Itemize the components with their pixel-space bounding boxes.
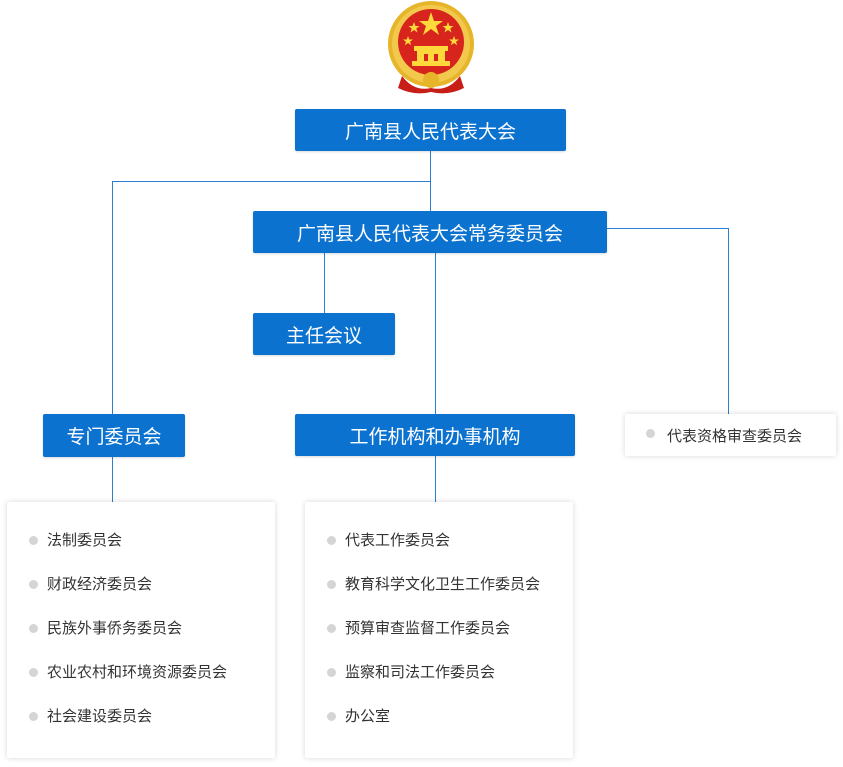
bullet-icon xyxy=(646,428,655,438)
list-item[interactable]: 监察和司法工作委员会 xyxy=(327,654,573,698)
bullet-icon xyxy=(29,712,38,721)
list-item-label: 办公室 xyxy=(345,707,391,725)
list-item[interactable]: 社会建设委员会 xyxy=(29,698,275,742)
bullet-icon xyxy=(327,624,336,633)
bullet-icon xyxy=(29,536,38,545)
list-item-label: 监察和司法工作委员会 xyxy=(345,663,496,681)
list-item[interactable]: 农业农村和环境资源委员会 xyxy=(29,654,275,698)
connector-right-horizontal xyxy=(606,228,728,229)
list-item-label: 社会建设委员会 xyxy=(47,707,153,725)
connector-right-vertical xyxy=(728,228,729,414)
bullet-icon xyxy=(327,712,336,721)
list-item-label: 教育科学文化卫生工作委员会 xyxy=(345,575,541,593)
node-special-committees[interactable]: 专门委员会 xyxy=(43,414,185,457)
connector-working-down xyxy=(435,455,436,502)
list-item-label: 财政经济委员会 xyxy=(47,575,153,593)
list-item[interactable]: 预算审查监督工作委员会 xyxy=(327,610,573,654)
connector-left-horizontal xyxy=(112,181,431,182)
bullet-icon xyxy=(327,536,336,545)
list-item-label: 法制委员会 xyxy=(47,531,123,549)
list-item[interactable]: 财政经济委员会 xyxy=(29,566,275,610)
list-item-label: 农业农村和环境资源委员会 xyxy=(47,663,228,681)
bullet-icon xyxy=(29,668,38,677)
list-item[interactable]: 代表工作委员会 xyxy=(327,522,573,566)
list-item[interactable]: 法制委员会 xyxy=(29,522,275,566)
bullet-icon xyxy=(29,624,38,633)
list-item-label: 民族外事侨务委员会 xyxy=(47,619,183,637)
connector-directors xyxy=(324,252,325,314)
list-item[interactable]: 办公室 xyxy=(327,698,573,742)
working-bodies-panel: 代表工作委员会 教育科学文化卫生工作委员会 预算审查监督工作委员会 监察和司法工… xyxy=(305,502,573,758)
node-working-bodies[interactable]: 工作机构和办事机构 xyxy=(295,414,575,456)
list-item[interactable]: 教育科学文化卫生工作委员会 xyxy=(327,566,573,610)
node-congress[interactable]: 广南县人民代表大会 xyxy=(295,109,566,151)
connector-left-vertical xyxy=(112,181,113,414)
connector-special-down xyxy=(112,456,113,502)
bullet-icon xyxy=(327,668,336,677)
connector-congress-down xyxy=(430,150,431,211)
national-emblem-icon xyxy=(388,1,474,94)
special-committees-panel: 法制委员会 财政经济委员会 民族外事侨务委员会 农业农村和环境资源委员会 社会建… xyxy=(7,502,275,758)
list-item-label: 代表工作委员会 xyxy=(345,531,451,549)
connector-working xyxy=(435,252,436,414)
bullet-icon xyxy=(327,580,336,589)
node-standing-committee[interactable]: 广南县人民代表大会常务委员会 xyxy=(253,211,607,253)
credentials-committee-item[interactable]: 代表资格审查委员会 xyxy=(625,425,802,446)
credentials-committee-panel: 代表资格审查委员会 xyxy=(625,414,836,456)
list-item[interactable]: 民族外事侨务委员会 xyxy=(29,610,275,654)
bullet-icon xyxy=(29,580,38,589)
node-directors-meeting[interactable]: 主任会议 xyxy=(253,313,395,355)
list-item-label: 预算审查监督工作委员会 xyxy=(345,619,511,637)
credentials-committee-label: 代表资格审查委员会 xyxy=(667,426,803,445)
